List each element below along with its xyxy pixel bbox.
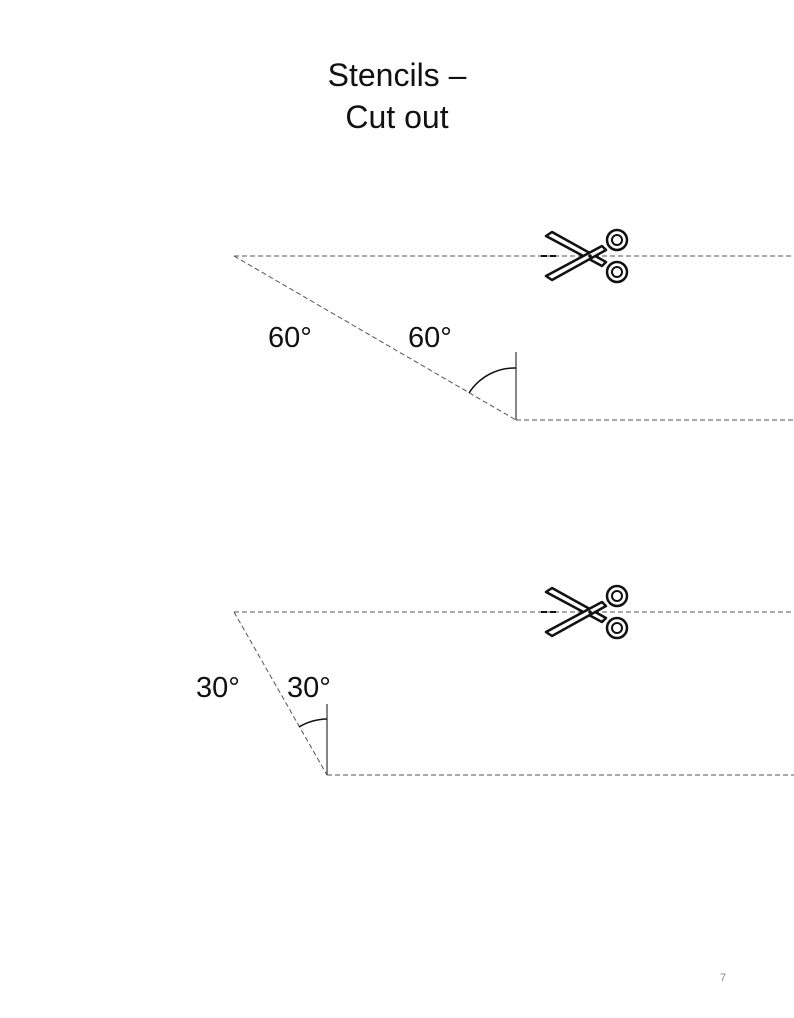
cut-line-diagonal [233, 255, 517, 421]
angle-label-outer: 30° [196, 672, 240, 704]
angle-label-inner: 30° [287, 672, 331, 704]
angle-label-outer: 60° [268, 322, 312, 354]
page-title-line-2: Cut out [345, 99, 449, 135]
stencil-60-degree: 60° 60° [233, 228, 794, 421]
page-title-line-1: Stencils – [327, 57, 467, 93]
page-number: 7 [720, 972, 727, 984]
cut-line-diagonal [233, 611, 328, 776]
angle-label-inner: 60° [408, 322, 452, 354]
stencil-30-degree: 30° 30° [196, 584, 794, 776]
angle-arc [298, 718, 328, 728]
angle-arc [468, 367, 517, 394]
